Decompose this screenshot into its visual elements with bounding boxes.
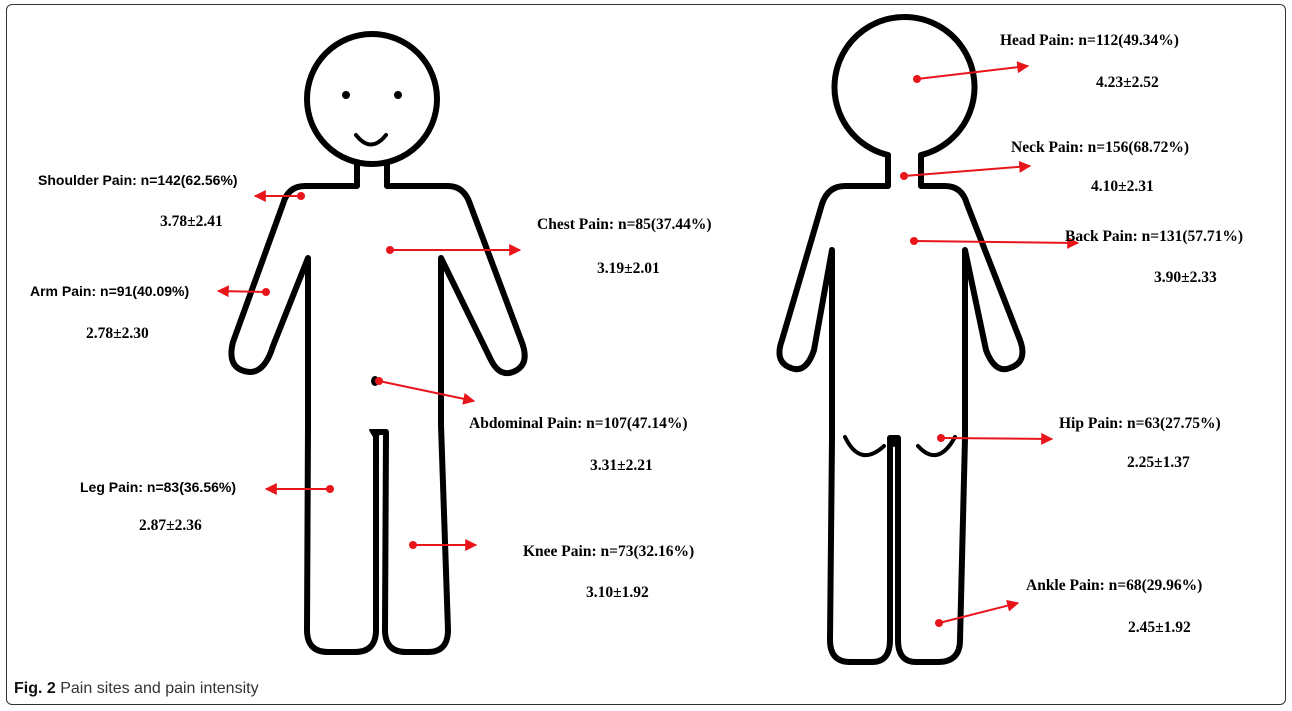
- neck-pain-score: 4.10±2.31: [1091, 178, 1154, 195]
- arm-arrow: [216, 285, 270, 298]
- figure-number: Fig. 2: [14, 680, 56, 697]
- ankle-pain-label: Ankle Pain: n=68(29.96%): [1026, 577, 1202, 594]
- front-body-figure: [228, 31, 528, 655]
- front-body-outline: [228, 161, 528, 655]
- front-head: [304, 31, 440, 167]
- arm-pain-score: 2.78±2.30: [86, 325, 149, 342]
- arm-pain-label: Arm Pain: n=91(40.09%): [30, 283, 189, 299]
- crotch-notch: [369, 429, 382, 441]
- ankle-arrow: [935, 599, 1020, 627]
- smile: [354, 133, 388, 147]
- head-pain-label: Head Pain: n=112(49.34%): [1000, 32, 1179, 49]
- figure-caption-text: Pain sites and pain intensity: [60, 680, 259, 697]
- neck-pain-label: Neck Pain: n=156(68.72%): [1011, 139, 1189, 156]
- figure-frame: [6, 4, 1286, 705]
- back-pain-label: Back Pain: n=131(57.71%): [1065, 228, 1243, 245]
- head-pain-score: 4.23±2.52: [1096, 74, 1159, 91]
- head-arrow: [913, 61, 1030, 83]
- knee-arrow: [409, 539, 478, 551]
- back-arrow: [910, 236, 1080, 249]
- leg-pain-score: 2.87±2.36: [139, 517, 202, 534]
- chest-pain-score: 3.19±2.01: [597, 260, 660, 277]
- knee-pain-score: 3.10±1.92: [586, 584, 649, 601]
- left-buttock-line: [843, 435, 886, 458]
- front-labels: Shoulder Pain: n=142(62.56%) 3.78±2.41 C…: [30, 172, 712, 601]
- hip-pain-label: Hip Pain: n=63(27.75%): [1059, 415, 1221, 432]
- knee-pain-label: Knee Pain: n=73(32.16%): [523, 543, 694, 560]
- shoulder-pain-score: 3.78±2.41: [160, 213, 223, 230]
- back-body-figure: [776, 14, 1026, 665]
- back-labels: Head Pain: n=112(49.34%) 4.23±2.52 Neck …: [1000, 32, 1243, 636]
- hip-pain-score: 2.25±1.37: [1127, 454, 1190, 471]
- abdominal-arrow: [375, 377, 476, 405]
- leg-arrow: [264, 483, 334, 495]
- back-crotch-notch: [889, 435, 899, 447]
- ankle-pain-score: 2.45±1.92: [1128, 619, 1191, 636]
- neck-arrow: [900, 160, 1032, 180]
- hip-arrow: [937, 432, 1054, 445]
- chest-pain-label: Chest Pain: n=85(37.44%): [537, 216, 712, 233]
- right-buttock-line: [916, 435, 957, 458]
- leg-pain-label: Leg Pain: n=83(36.56%): [80, 479, 236, 495]
- shoulder-arrow: [253, 190, 305, 202]
- left-eye: [342, 91, 350, 99]
- pain-arrows: [216, 61, 1080, 627]
- chest-arrow: [386, 244, 522, 256]
- shoulder-pain-label: Shoulder Pain: n=142(62.56%): [38, 172, 238, 188]
- abdominal-pain-label: Abdominal Pain: n=107(47.14%): [469, 415, 688, 432]
- figure-caption: Fig. 2 Pain sites and pain intensity: [14, 680, 259, 698]
- right-eye: [394, 91, 402, 99]
- abdominal-pain-score: 3.31±2.21: [590, 457, 653, 474]
- back-body-outline: [776, 14, 1026, 665]
- back-pain-score: 3.90±2.33: [1154, 269, 1217, 286]
